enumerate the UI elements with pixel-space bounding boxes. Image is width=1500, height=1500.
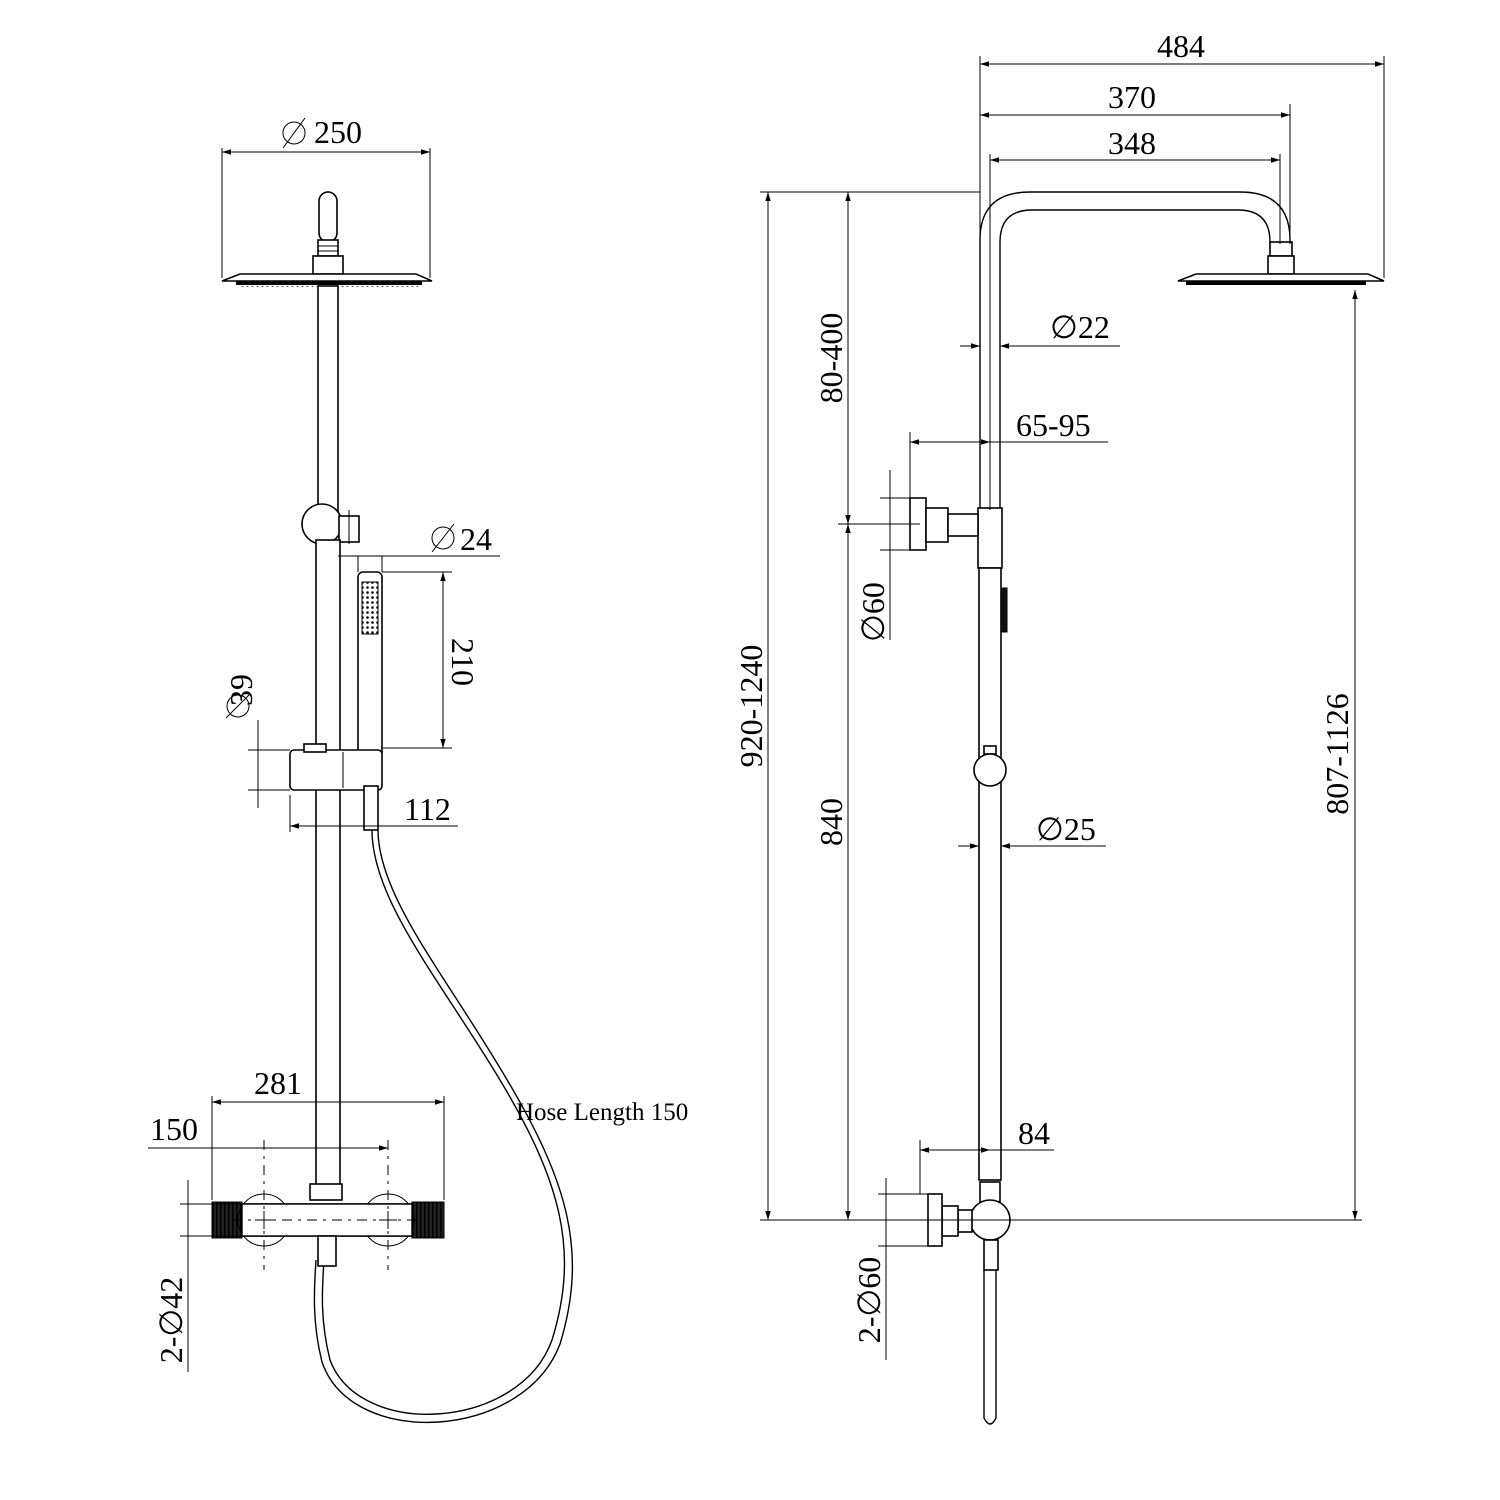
dim-valve-offset: 84 (1018, 1115, 1050, 1151)
side-riser (978, 567, 1002, 1181)
side-hose (983, 1270, 997, 1425)
slider-holder (289, 743, 383, 831)
dim-riser-diameter: ∅25 (1036, 811, 1096, 847)
dim-rail-diameter: 39 (223, 674, 259, 706)
dim-arm-reach-total: 484 (1157, 28, 1205, 64)
dim-handshower-length: 210 (445, 638, 481, 686)
dim-showerhead-diameter: 250 (314, 114, 362, 150)
hose-length-label: Hose Length 150 (516, 1099, 688, 1126)
side-handshower-edge (1000, 587, 1008, 633)
side-wall-bracket (909, 497, 1003, 569)
dim-valve-width: 281 (254, 1065, 302, 1101)
wall-bracket (301, 503, 360, 545)
dim-bracket-height: 840 (813, 798, 849, 846)
front-dimensions: 250 24 210 39 112 (148, 114, 500, 1372)
dim-inlet-centers: 150 (150, 1111, 198, 1147)
front-view: 250 24 210 39 112 (148, 114, 688, 1424)
shower-hose (313, 829, 574, 1424)
side-slider-knob (973, 745, 1007, 787)
shower-arm (979, 191, 1385, 510)
dim-arm-tube-diameter: ∅22 (1050, 309, 1110, 345)
hand-shower (357, 571, 383, 759)
side-valve (927, 1181, 1011, 1271)
sliding-rail (315, 539, 341, 1191)
dim-bracket-offset: 65-95 (1016, 407, 1091, 443)
dim-arm-reach: 370 (1108, 79, 1156, 115)
dim-handshower-diameter: 24 (460, 521, 492, 557)
dim-slider-offset: 112 (404, 791, 451, 827)
dim-bracket-height-range: 80-400 (813, 313, 849, 404)
thermostatic-valve (211, 1140, 445, 1270)
dim-inlet-diameter: 2-∅42 (153, 1277, 189, 1364)
side-view: 484 370 348 ∅22 65-95 ∅60 (733, 28, 1385, 1425)
upper-riser (317, 285, 339, 517)
dim-overall-height-range: 920-1240 (733, 645, 769, 768)
side-dimensions: 484 370 348 ∅22 65-95 ∅60 (733, 28, 1385, 1360)
dim-flange-diameter: 2-∅60 (851, 1257, 887, 1344)
dim-bracket-diameter: ∅60 (855, 582, 891, 642)
dim-arm-reach-center: 348 (1108, 125, 1156, 161)
dim-head-height-range: 807-1126 (1319, 693, 1355, 814)
overhead-showerhead (221, 191, 433, 287)
